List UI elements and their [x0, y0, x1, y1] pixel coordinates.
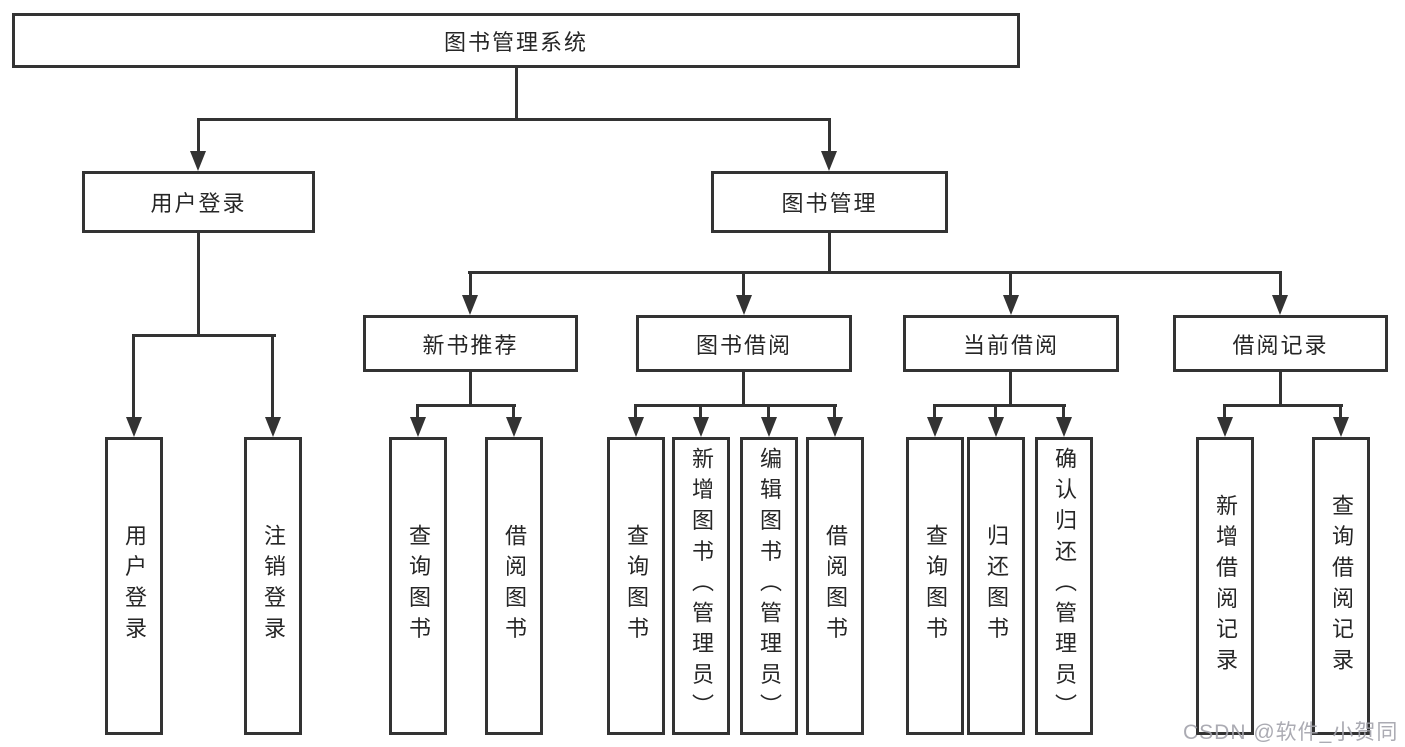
arrowhead-down — [827, 417, 843, 437]
node-user-login: 用户登录 — [82, 171, 315, 233]
arrowhead-down — [988, 417, 1004, 437]
leaf-add-book-admin: 新增图书（管理员） — [672, 437, 730, 735]
connector-mgmt-stub — [1279, 271, 1282, 299]
connector-recommend-bar — [416, 404, 516, 407]
connector-stub — [767, 404, 770, 422]
connector-borrow-drop — [742, 372, 745, 406]
connector-root-bar — [197, 118, 831, 121]
connector-mgmt-stub — [469, 271, 472, 299]
connector-stub — [416, 404, 419, 422]
connector-current-drop — [1009, 372, 1012, 406]
connector-mgmt-stub — [1009, 271, 1012, 299]
connector-stub — [833, 404, 836, 422]
leaf-return-book: 归还图书 — [967, 437, 1025, 735]
connector-mgmt-drop — [828, 233, 831, 274]
connector-records-bar — [1223, 404, 1343, 407]
connector-root-left-stub — [197, 118, 200, 154]
connector-records-drop — [1279, 372, 1282, 406]
connector-login-bar — [132, 334, 276, 337]
connector-stub — [994, 404, 997, 422]
leaf-query-books-borrow: 查询图书 — [607, 437, 665, 735]
arrowhead-down — [462, 295, 478, 315]
leaf-borrow-books-recommend: 借阅图书 — [485, 437, 543, 735]
connector-stub — [1062, 404, 1065, 422]
connector-mgmt-stub — [742, 271, 745, 299]
node-book-borrow: 图书借阅 — [636, 315, 852, 372]
leaf-query-books-recommend: 查询图书 — [389, 437, 447, 735]
arrowhead-down — [410, 417, 426, 437]
connector-root-drop — [515, 68, 518, 121]
arrowhead-down — [190, 151, 206, 171]
connector-current-bar — [933, 404, 1066, 407]
connector-stub — [933, 404, 936, 422]
node-current-borrow: 当前借阅 — [903, 315, 1119, 372]
arrowhead-down — [736, 295, 752, 315]
leaf-add-borrow-record: 新增借阅记录 — [1196, 437, 1254, 735]
leaf-edit-book-admin: 编辑图书（管理员） — [740, 437, 798, 735]
watermark: CSDN @软件_小贺同学 — [1183, 721, 1399, 744]
arrowhead-down — [1003, 295, 1019, 315]
arrowhead-down — [821, 151, 837, 171]
connector-recommend-drop — [469, 372, 472, 406]
node-borrow-records: 借阅记录 — [1173, 315, 1388, 372]
connector-mgmt-bar — [468, 271, 1282, 274]
arrowhead-down — [265, 417, 281, 437]
connector-stub — [634, 404, 637, 422]
connector-login-stub — [271, 334, 274, 421]
connector-stub — [699, 404, 702, 422]
arrowhead-down — [1217, 417, 1233, 437]
arrowhead-down — [506, 417, 522, 437]
node-new-book-recommend: 新书推荐 — [363, 315, 578, 372]
arrowhead-down — [1056, 417, 1072, 437]
connector-stub — [512, 404, 515, 422]
connector-login-drop — [197, 233, 200, 337]
arrowhead-down — [1333, 417, 1349, 437]
arrowhead-down — [1272, 295, 1288, 315]
connector-stub — [1223, 404, 1226, 422]
leaf-logout: 注销登录 — [244, 437, 302, 735]
leaf-user-login: 用户登录 — [105, 437, 163, 735]
arrowhead-down — [927, 417, 943, 437]
arrowhead-down — [628, 417, 644, 437]
leaf-confirm-return-admin: 确认归还（管理员） — [1035, 437, 1093, 735]
arrowhead-down — [126, 417, 142, 437]
connector-borrow-bar — [634, 404, 837, 407]
arrowhead-down — [761, 417, 777, 437]
node-library-system: 图书管理系统 — [12, 13, 1020, 68]
connector-root-right-stub — [828, 118, 831, 154]
leaf-borrow-books: 借阅图书 — [806, 437, 864, 735]
connector-login-stub — [132, 334, 135, 421]
node-book-management: 图书管理 — [711, 171, 948, 233]
leaf-query-books-current: 查询图书 — [906, 437, 964, 735]
leaf-query-borrow-record: 查询借阅记录 — [1312, 437, 1370, 735]
arrowhead-down — [693, 417, 709, 437]
connector-stub — [1339, 404, 1342, 422]
